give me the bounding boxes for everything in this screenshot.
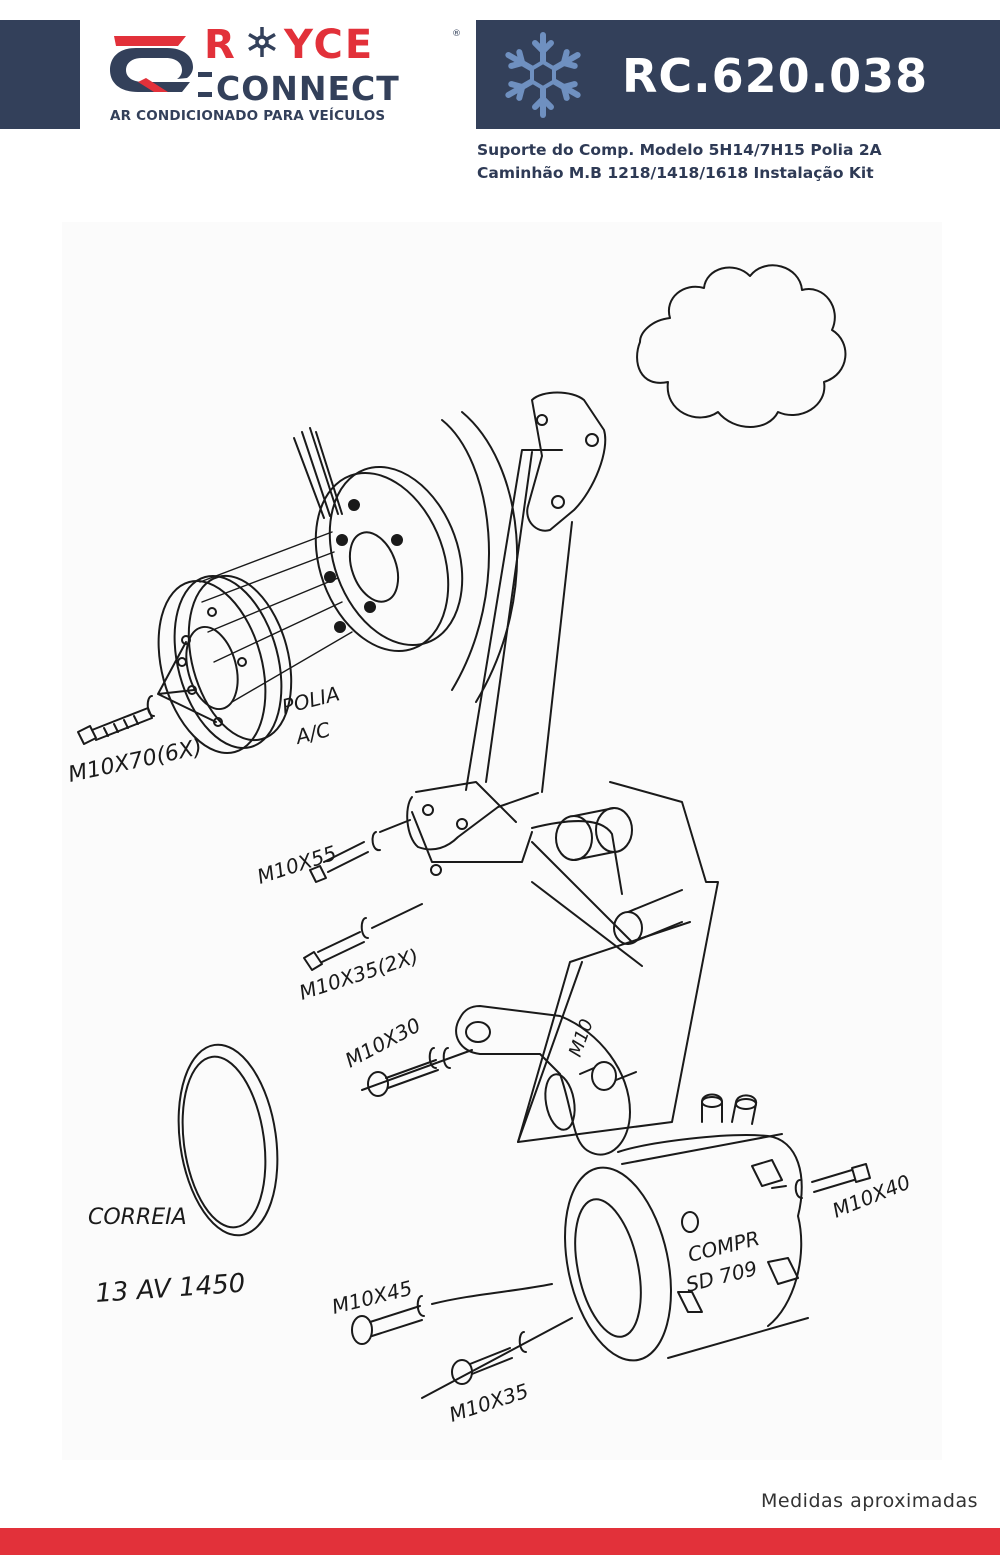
product-description: Suporte do Comp. Modelo 5H14/7H15 Polia …	[477, 139, 987, 185]
logo-wordmark-connect: CONNECT	[198, 69, 400, 108]
label-pulley: POLIA	[279, 681, 342, 718]
product-code: RC.620.038	[622, 49, 929, 103]
adjusting-link	[455, 1005, 631, 1156]
logo-wordmark-royce: R YCE	[204, 22, 374, 68]
installation-sketch: M10X70(6X) POLIA A/C M10X55 M10X35(2X) M…	[62, 222, 942, 1460]
bracket-sleeve	[531, 807, 683, 967]
bolt-m10x45	[351, 1283, 553, 1345]
drive-belt	[177, 1043, 279, 1237]
header-left-block	[0, 20, 80, 129]
svg-text:®: ®	[452, 29, 460, 39]
svg-text:R: R	[204, 22, 237, 68]
ac-pulley	[157, 574, 293, 754]
description-line-1: Suporte do Comp. Modelo 5H14/7H15 Polia …	[477, 141, 882, 159]
brand-tagline: AR CONDICIONADO PARA VEÍCULOS	[110, 108, 386, 124]
engine-fan-lines	[293, 427, 343, 519]
bolt-m10x35-lower	[421, 1317, 573, 1399]
installation-sketch-drawing: M10X70(6X) POLIA A/C M10X55 M10X35(2X) M…	[66, 264, 914, 1427]
bolt-m10x55	[309, 819, 411, 883]
product-code-banner	[476, 20, 1000, 129]
label-belt: CORREIA	[88, 1205, 187, 1230]
bolt-m10x30	[361, 1047, 473, 1097]
royce-connect-logo: R YCE ® CONNECT	[106, 22, 460, 126]
bolt-m10x40	[771, 1163, 871, 1199]
footer-red-bar	[0, 1528, 1000, 1555]
svg-text:CONNECT: CONNECT	[216, 69, 400, 108]
bolt-m10x70	[77, 695, 155, 745]
label-belt-code: 13 AV 1450	[94, 1269, 246, 1309]
cloud-shape	[636, 264, 847, 428]
compressor	[564, 1093, 809, 1362]
engine-housing-inner	[461, 411, 519, 703]
nut-m10	[579, 1061, 637, 1091]
footer-note: Medidas aproximadas	[761, 1490, 978, 1512]
label-pulley-ac: A/C	[291, 717, 332, 749]
label-bolt-m10x55: M10X55	[254, 841, 339, 889]
label-bolt-m10x35: M10X35	[446, 1379, 531, 1427]
projection-lines	[199, 531, 353, 703]
label-bolt-m10x40: M10X40	[829, 1170, 914, 1223]
engine-housing	[441, 419, 490, 691]
logo-emblem	[110, 36, 193, 92]
royce-connect-logo-mark: R YCE ® CONNECT	[110, 22, 460, 108]
main-bracket	[406, 391, 623, 895]
adjustment-plate	[517, 781, 719, 1143]
snowflake-icon	[505, 32, 581, 118]
svg-text:YCE: YCE	[283, 22, 374, 68]
description-line-2: Caminhão M.B 1218/1418/1618 Instalação K…	[477, 164, 874, 182]
bolt-m10x35-2x	[303, 903, 423, 971]
label-nut-m10: M10	[565, 1016, 598, 1059]
logo-snowflake-o	[248, 27, 276, 57]
engine-pulley-flange	[314, 465, 464, 653]
label-bolt-m10x30: M10X30	[341, 1013, 425, 1073]
